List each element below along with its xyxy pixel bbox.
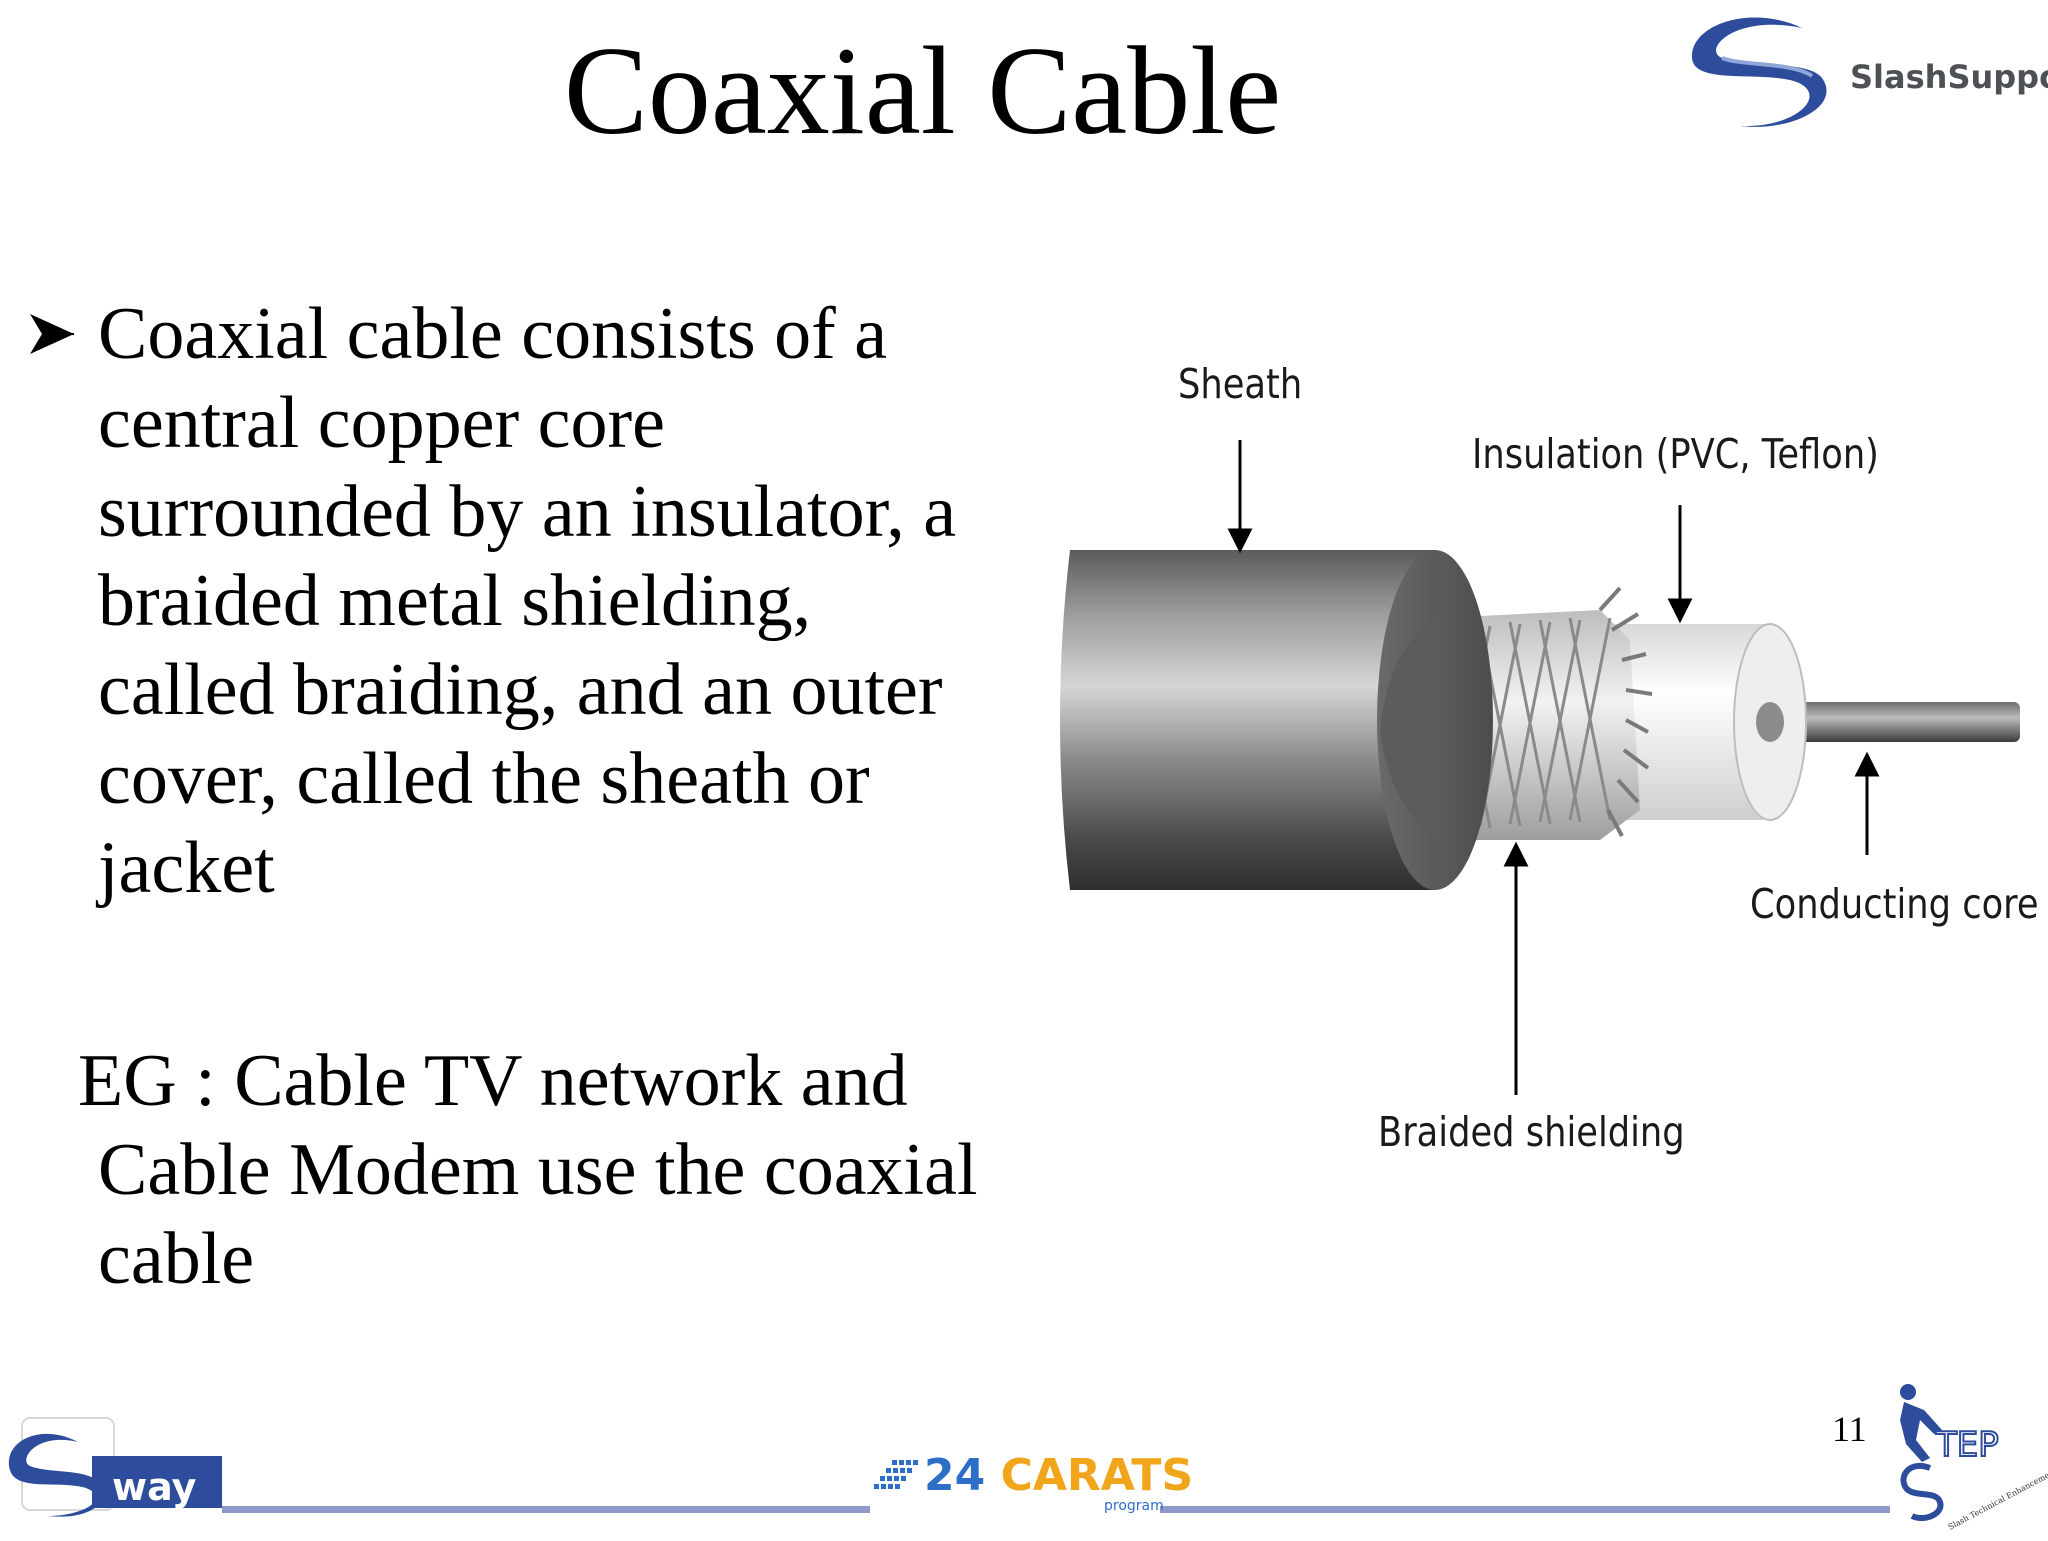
- bullet-point: Coaxial cable consists of a central copp…: [24, 290, 1004, 913]
- braided-shielding-arrow: [1503, 841, 1529, 1095]
- arrow-bullet-icon: [30, 314, 74, 354]
- footer-line-left: [222, 1506, 870, 1513]
- carats-grid-icon: [874, 1460, 918, 1489]
- carats-word: CARATS: [1000, 1450, 1194, 1501]
- carats-number: 24: [924, 1450, 986, 1501]
- 24-carats-logo: 24 CARATS program: [874, 1450, 1193, 1520]
- sheath-shape: [1060, 550, 1493, 890]
- sway-logo: way: [0, 1408, 230, 1520]
- insulation-label: Insulation (PVC, Teflon): [1472, 430, 1879, 478]
- footer-line-right: [1160, 1506, 1890, 1513]
- sway-logo-graphic: way: [8, 1417, 222, 1517]
- carats-program-text: program: [1104, 1498, 1164, 1514]
- insulation-arrow: [1667, 505, 1693, 624]
- conducting-core-label: Conducting core: [1750, 880, 2039, 928]
- coaxial-cable-diagram: Sheath Insulation (PVC, Teflon) Conducti…: [1040, 340, 2048, 1180]
- page-number: 11: [1832, 1409, 1867, 1449]
- sway-logo-text: way: [112, 1465, 197, 1509]
- braided-shielding-label: Braided shielding: [1378, 1108, 1685, 1156]
- slashsupport-logo: SlashSupport: [1682, 6, 2048, 136]
- step-logo-text: TEP: [1935, 1425, 1999, 1465]
- sheath-arrow: [1227, 440, 1253, 554]
- conducting-core-shape: [1750, 702, 2020, 742]
- step-logo: TEP Slash Technical Enhancement Program: [1890, 1380, 2048, 1536]
- slide-title: Coaxial Cable: [563, 22, 1282, 161]
- example-paragraph: EG : Cable TV network and Cable Modem us…: [78, 1037, 1018, 1304]
- sheath-label: Sheath: [1178, 360, 1303, 408]
- conducting-core-arrow: [1854, 751, 1880, 855]
- slashsupport-swoosh-icon: [1691, 17, 1827, 127]
- step-logo-graphic: TEP Slash Technical Enhancement Program: [1900, 1384, 2048, 1532]
- example-text: EG : Cable TV network and Cable Modem us…: [78, 1040, 978, 1300]
- slashsupport-logo-text: SlashSupport: [1850, 58, 2048, 96]
- bullet-text: Coaxial cable consists of a central copp…: [98, 293, 957, 909]
- cable-illustration: [1060, 440, 2020, 1095]
